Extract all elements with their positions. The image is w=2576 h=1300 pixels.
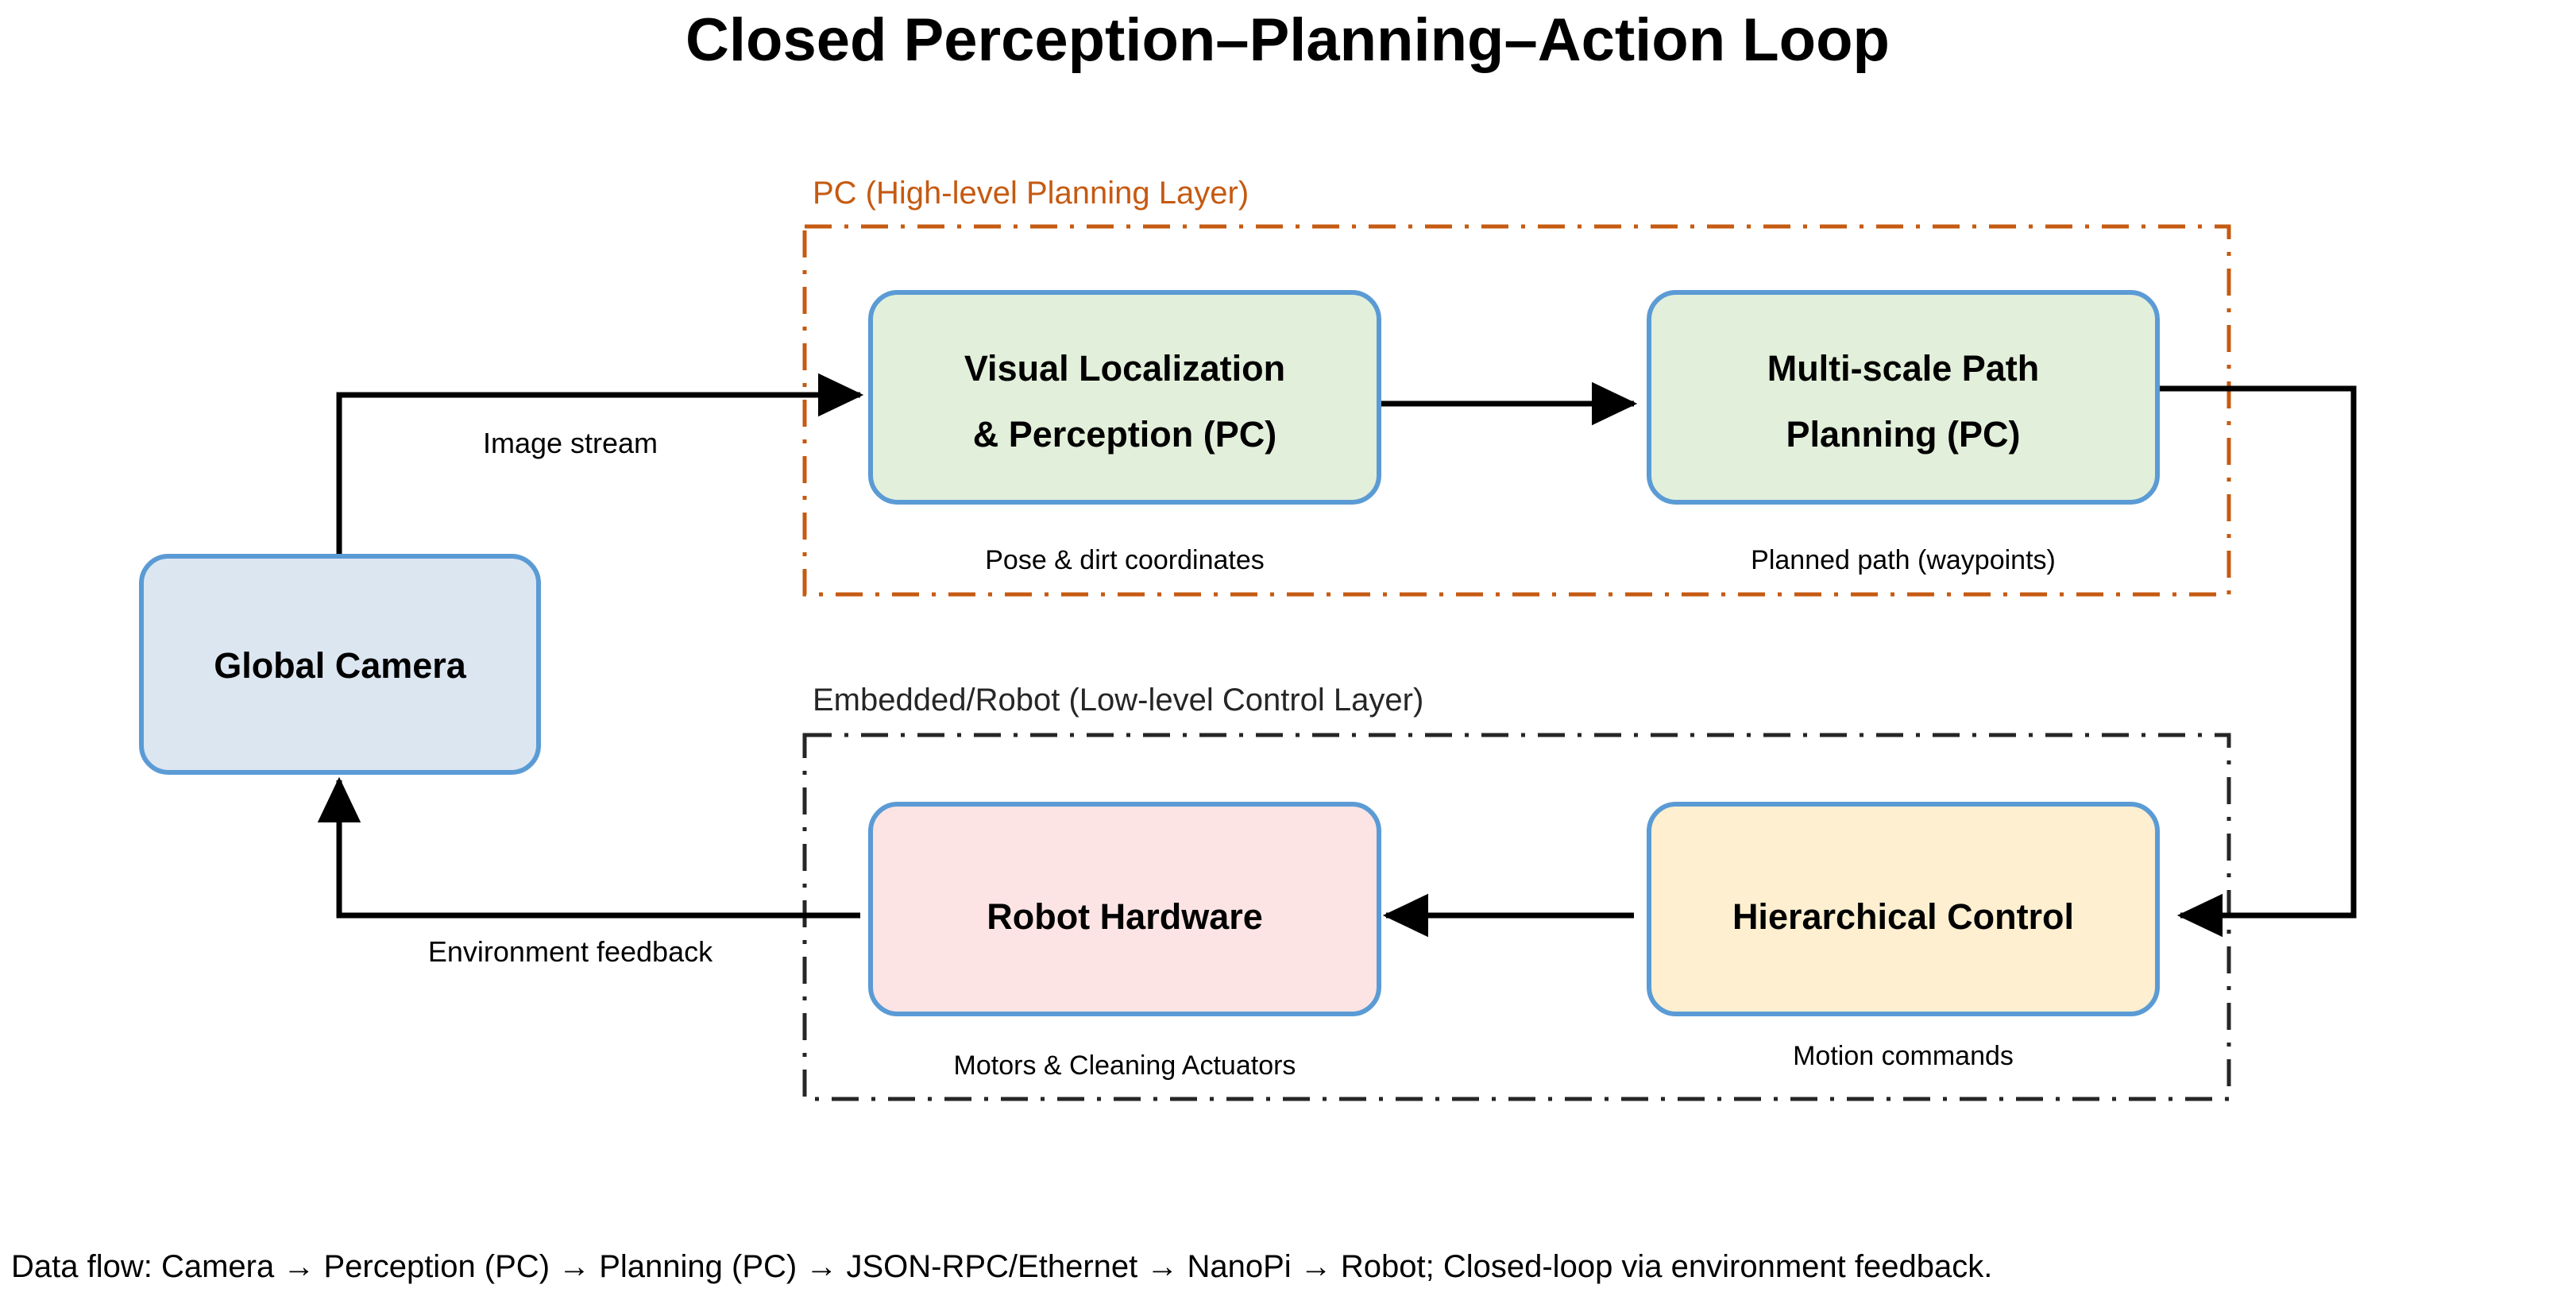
footer-caption: Data flow: Camera → Perception (PC) → Pl… xyxy=(11,1249,1992,1284)
edge-label-environment-feedback: Environment feedback xyxy=(428,935,713,968)
node-label-hierarchical-control: Hierarchical Control xyxy=(1732,896,2074,937)
edge-camera-to-perception xyxy=(336,373,864,556)
edge-planning-to-control xyxy=(2156,385,2357,938)
caption-perception: Pose & dirt coordinates xyxy=(985,545,1265,575)
edge-robot-to-camera xyxy=(317,776,860,919)
node-label-global-camera: Global Camera xyxy=(214,645,467,686)
edge-label-image-stream: Image stream xyxy=(483,427,658,459)
page-title: Closed Perception–Planning–Action Loop xyxy=(686,6,1890,74)
node-label-perception-line2: & Perception (PC) xyxy=(973,414,1277,455)
node-label-planning-line2: Planning (PC) xyxy=(1786,414,2021,455)
node-visual-localization-perception[interactable] xyxy=(868,290,1381,505)
caption-planning: Planned path (waypoints) xyxy=(1751,545,2056,575)
node-label-perception-line1: Visual Localization xyxy=(964,348,1285,389)
caption-robot-hardware: Motors & Cleaning Actuators xyxy=(954,1050,1296,1081)
group-label-embedded: Embedded/Robot (Low-level Control Layer) xyxy=(813,683,1423,718)
group-box-pc xyxy=(802,224,2231,597)
node-robot-hardware[interactable] xyxy=(868,802,1381,1016)
node-hierarchical-control[interactable] xyxy=(1647,802,2160,1016)
node-label-planning-line1: Multi-scale Path xyxy=(1767,348,2040,389)
node-label-robot-hardware: Robot Hardware xyxy=(987,896,1263,937)
node-multiscale-path-planning[interactable] xyxy=(1647,290,2160,505)
caption-hierarchical-control: Motion commands xyxy=(1793,1041,2014,1071)
node-global-camera[interactable] xyxy=(139,554,541,775)
group-label-pc: PC (High-level Planning Layer) xyxy=(813,176,1249,211)
